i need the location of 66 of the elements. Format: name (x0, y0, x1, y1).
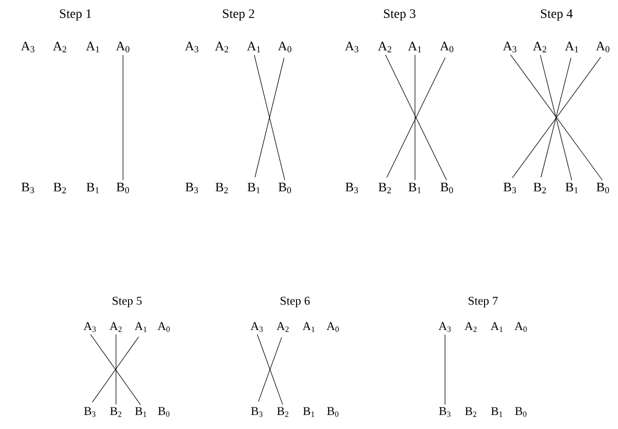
letter: B$_{3}$ (84, 407, 96, 417)
letter: B$_{2}$ (54, 182, 66, 194)
step-title: Step 7 (468, 296, 498, 308)
letter: A$_{2}$ (464, 322, 477, 332)
letter: B$_{3}$ (346, 182, 358, 194)
step-title: Step 2 (223, 9, 254, 21)
letter: A$_{0}$ (596, 42, 610, 52)
letter: B$_{1}$ (566, 182, 578, 194)
letter: B$_{3}$ (22, 182, 34, 194)
letter: A$_{0}$ (326, 322, 339, 332)
letter: A$_{2}$ (110, 322, 122, 332)
letter: B$_{2}$ (216, 182, 228, 194)
letter: B$_{0}$ (515, 407, 526, 417)
letter: B$_{1}$ (248, 182, 260, 194)
step-title: Step 1 (60, 9, 92, 21)
letter: B$_{0}$ (278, 182, 291, 194)
letter: A$_{3}$ (184, 42, 198, 52)
letter: A$_{2}$ (52, 42, 66, 52)
letter: A$_{2}$ (378, 42, 392, 52)
letter: B$_{0}$ (158, 407, 170, 417)
letter: A$_{3}$ (438, 322, 451, 332)
letter: A$_{2}$ (532, 42, 546, 52)
letter: A$_{3}$ (20, 42, 34, 52)
letter: B$_{3}$ (439, 407, 450, 417)
letter: A$_{1}$ (408, 42, 422, 52)
step-title: Step 4 (541, 9, 573, 21)
letter: B$_{3}$ (186, 182, 198, 194)
letter: A$_{0}$ (158, 322, 170, 332)
letter: B$_{1}$ (135, 407, 146, 417)
letter: A$_{3}$ (84, 322, 96, 332)
letter: A$_{1}$ (490, 322, 503, 332)
letter: B$_{0}$ (440, 182, 453, 194)
step-title: Step 5 (112, 296, 142, 308)
letter: B$_{1}$ (303, 407, 314, 417)
letter: B$_{3}$ (504, 182, 516, 194)
letter: B$_{0}$ (596, 182, 609, 194)
letter: A$_{3}$ (250, 322, 263, 332)
letter: A$_{3}$ (502, 42, 516, 52)
letter: A$_{1}$ (246, 42, 260, 52)
letter: B$_{0}$ (116, 182, 129, 194)
line (414, 54, 416, 180)
step-title: Step 6 (280, 296, 310, 308)
line (122, 54, 124, 180)
letter: A$_{1}$ (564, 42, 578, 52)
letter: B$_{3}$ (251, 407, 262, 417)
letter: A$_{2}$ (214, 42, 228, 52)
letter: A$_{0}$ (514, 322, 527, 332)
letter: B$_{1}$ (491, 407, 502, 417)
letter: B$_{2}$ (277, 407, 288, 417)
letter: B$_{1}$ (408, 182, 421, 194)
line (444, 334, 446, 405)
letter: A$_{0}$ (116, 42, 130, 52)
letter: A$_{1}$ (302, 322, 315, 332)
letter: B$_{2}$ (534, 182, 546, 194)
letter: B$_{1}$ (86, 182, 99, 194)
letter: A$_{0}$ (278, 42, 292, 52)
letter: A$_{3}$ (344, 42, 358, 52)
letter: B$_{0}$ (327, 407, 338, 417)
step-title: Step 3 (384, 9, 416, 21)
letter: B$_{2}$ (465, 407, 476, 417)
letter: A$_{0}$ (440, 42, 454, 52)
letter: B$_{2}$ (110, 407, 122, 417)
letter: A$_{1}$ (86, 42, 100, 52)
letter: B$_{2}$ (378, 182, 391, 194)
letter: A$_{2}$ (276, 322, 289, 332)
letter: A$_{1}$ (134, 322, 147, 332)
